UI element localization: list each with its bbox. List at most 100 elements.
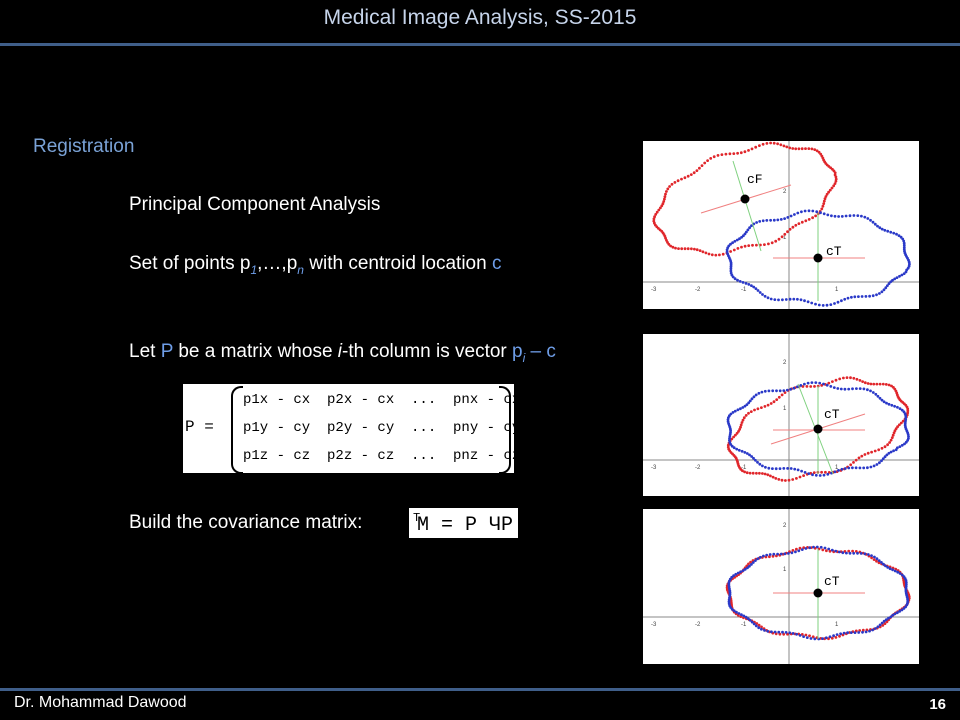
point — [714, 253, 718, 257]
point — [743, 451, 747, 454]
point — [752, 456, 755, 460]
point — [845, 551, 848, 555]
point — [732, 574, 735, 578]
point — [856, 551, 859, 555]
point — [808, 546, 812, 550]
point — [874, 627, 877, 630]
point — [756, 407, 760, 411]
point — [834, 177, 838, 181]
point — [825, 303, 829, 307]
point — [804, 633, 808, 637]
point — [903, 442, 906, 446]
point — [747, 562, 750, 566]
point — [814, 214, 817, 218]
point — [754, 145, 758, 149]
point — [832, 386, 836, 389]
x-tick-labels: -3 -2 -1 1 2 1 — [651, 360, 839, 471]
point — [757, 623, 761, 627]
point — [765, 142, 769, 145]
point — [739, 151, 743, 155]
point — [767, 466, 771, 470]
point — [757, 626, 761, 630]
point — [804, 547, 808, 550]
point — [777, 478, 781, 481]
point — [880, 227, 884, 231]
point — [775, 398, 779, 401]
point — [830, 186, 834, 190]
page-number: 16 — [929, 696, 946, 713]
point — [881, 624, 885, 627]
point — [748, 399, 752, 403]
svg-text:1: 1 — [835, 622, 839, 628]
point — [856, 214, 860, 217]
point — [897, 234, 901, 237]
point — [864, 630, 868, 634]
point — [904, 581, 908, 584]
point — [750, 620, 754, 624]
point — [843, 467, 847, 470]
point — [758, 462, 762, 466]
point — [785, 388, 789, 392]
point — [842, 631, 846, 635]
red-point-cloud — [726, 376, 910, 482]
point — [763, 243, 766, 246]
point — [726, 445, 730, 449]
point — [760, 390, 764, 394]
point — [805, 385, 809, 388]
point — [892, 449, 895, 453]
point — [895, 276, 899, 279]
point — [821, 637, 824, 640]
svg-text:1: 1 — [835, 465, 839, 471]
point — [883, 455, 887, 459]
point — [869, 389, 872, 393]
point — [756, 289, 760, 292]
point — [788, 227, 792, 231]
point — [877, 559, 881, 562]
point — [741, 406, 745, 409]
point — [751, 561, 755, 564]
point — [828, 549, 832, 553]
point — [893, 612, 897, 616]
point — [770, 241, 774, 245]
point — [781, 298, 784, 302]
point — [839, 632, 842, 636]
point — [767, 389, 771, 393]
point — [671, 245, 675, 249]
point — [809, 637, 813, 640]
point — [739, 425, 742, 429]
point — [878, 625, 882, 629]
point — [817, 150, 821, 154]
point — [729, 250, 732, 253]
point — [793, 213, 796, 216]
point — [756, 460, 759, 464]
point — [741, 418, 745, 422]
point — [783, 232, 787, 236]
point — [659, 206, 662, 210]
svg-text:-1: -1 — [741, 287, 747, 293]
point — [695, 169, 699, 172]
point — [904, 583, 908, 586]
point — [660, 204, 664, 208]
point — [729, 412, 733, 416]
point — [812, 545, 815, 549]
point — [896, 405, 899, 409]
matrix-row-y: p1y - cy p2y - cy ... pny - cy — [243, 420, 521, 436]
point — [743, 404, 747, 408]
point — [887, 383, 891, 387]
point — [729, 242, 732, 246]
footer-author: Dr. Mohammad Dawood — [14, 694, 187, 711]
point — [753, 408, 756, 412]
point — [873, 555, 876, 559]
point — [750, 284, 753, 287]
point — [745, 471, 749, 475]
point — [798, 634, 802, 637]
point — [902, 239, 906, 243]
point — [747, 149, 750, 152]
point — [857, 295, 860, 298]
point — [758, 220, 762, 223]
point — [904, 416, 908, 420]
point — [706, 159, 709, 162]
point — [735, 238, 739, 242]
point — [789, 387, 793, 391]
point — [895, 232, 898, 236]
